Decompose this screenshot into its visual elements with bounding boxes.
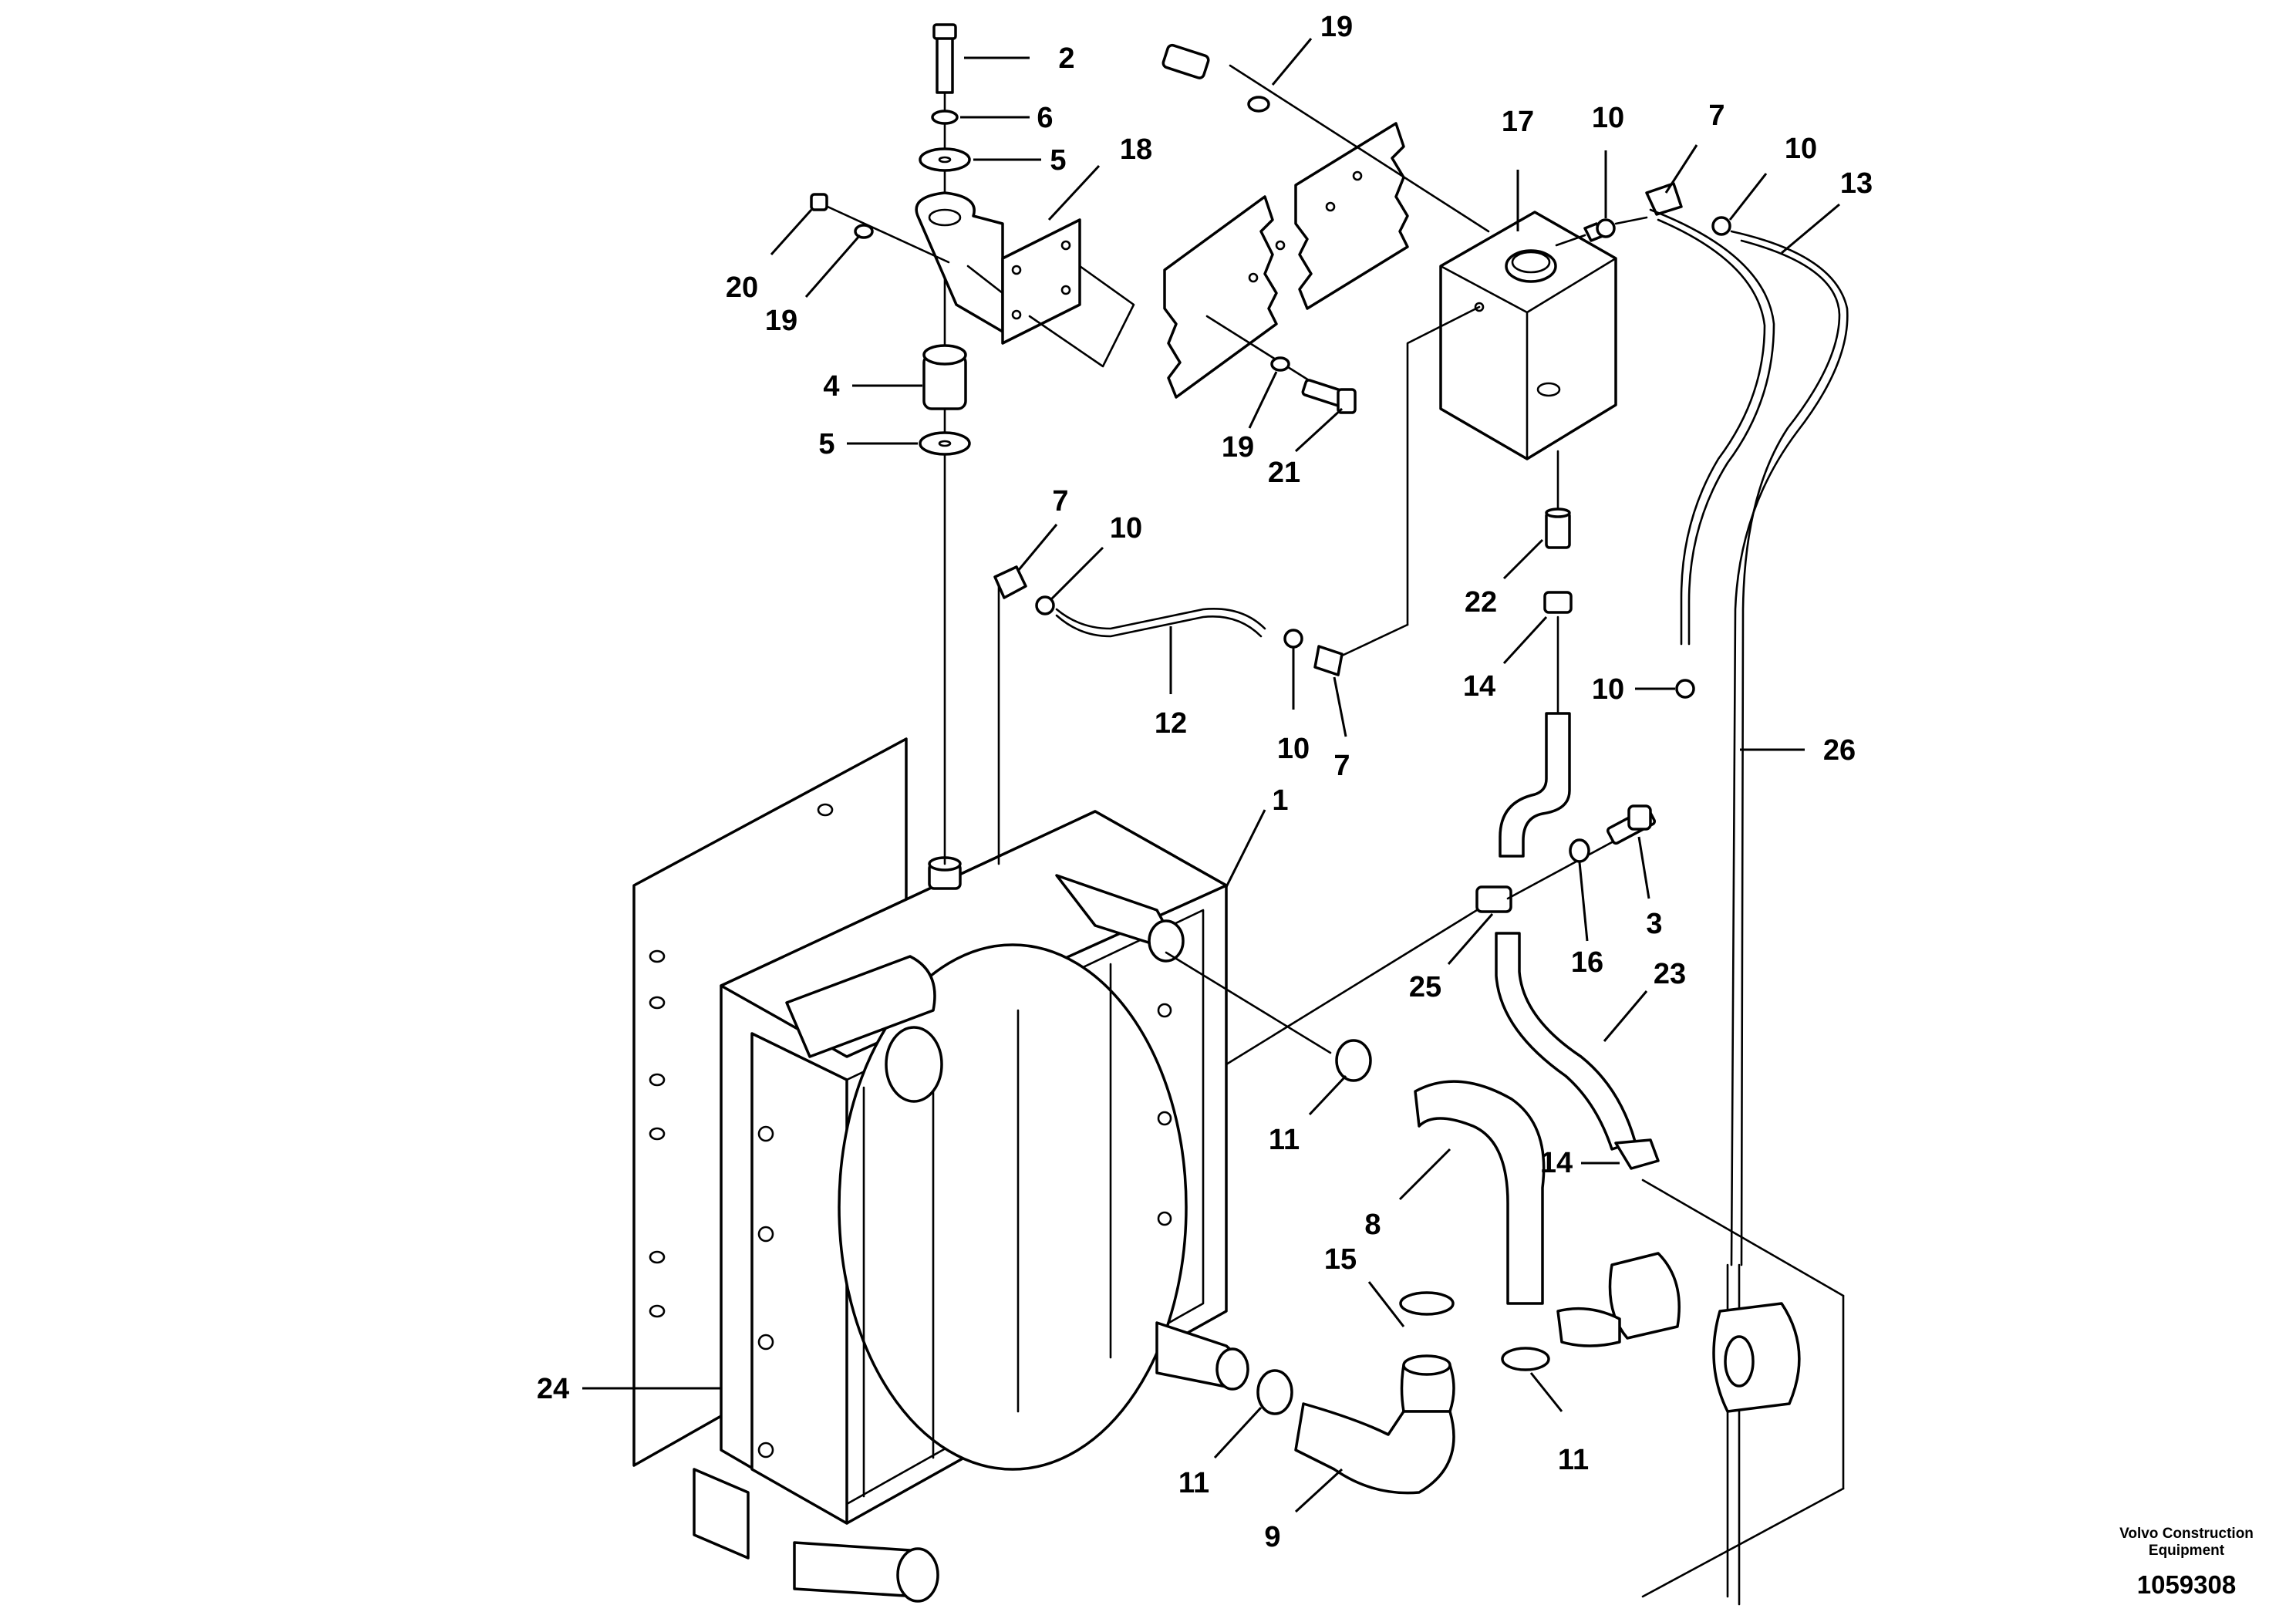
callout-23: 23 [1654, 958, 1686, 990]
callout-7: 7 [1708, 99, 1725, 132]
callout-10: 10 [1592, 102, 1624, 134]
callout-6: 6 [1037, 102, 1053, 134]
callout-26: 26 [1823, 734, 1856, 767]
callout-14: 14 [1540, 1147, 1573, 1179]
callout-14: 14 [1463, 670, 1495, 703]
callout-11: 11 [1558, 1444, 1589, 1476]
callout-numbers: 2 6 5 18 20 19 4 5 19 19 21 17 10 7 10 1… [537, 11, 1873, 1553]
document-number: 1059308 [2137, 1570, 2236, 1599]
callout-10: 10 [1785, 133, 1817, 165]
callout-8: 8 [1364, 1209, 1381, 1241]
tank-return-hose [1225, 508, 1660, 1170]
callout-19: 19 [1320, 11, 1353, 43]
engine-block-fragment [1556, 1179, 1845, 1598]
mounting-stack [915, 23, 1081, 865]
pads-and-fasteners [810, 43, 1490, 414]
lower-hoses [1165, 951, 1550, 1495]
leader-lines [582, 38, 1840, 1513]
callout-5: 5 [1050, 144, 1066, 177]
expansion-tank [1439, 211, 1617, 514]
callout-16: 16 [1571, 946, 1603, 979]
callout-22: 22 [1465, 586, 1497, 619]
callout-19: 19 [1222, 431, 1254, 464]
callout-13: 13 [1840, 167, 1873, 200]
brand-line-1: Volvo Construction [2119, 1526, 2254, 1542]
callout-12: 12 [1155, 707, 1187, 740]
callout-10: 10 [1592, 673, 1624, 706]
brand-line-2: Equipment [2149, 1543, 2225, 1559]
callout-7: 7 [1333, 750, 1350, 782]
callout-19: 19 [765, 305, 797, 337]
callout-18: 18 [1120, 133, 1152, 166]
callout-11: 11 [1178, 1467, 1209, 1499]
callout-1: 1 [1272, 784, 1288, 817]
footer: Volvo Construction Equipment 1059308 [2119, 1526, 2254, 1599]
callout-2: 2 [1058, 42, 1074, 75]
callout-25: 25 [1409, 971, 1441, 1003]
callout-15: 15 [1324, 1243, 1357, 1276]
callout-11: 11 [1269, 1124, 1300, 1156]
callout-20: 20 [726, 271, 758, 304]
callout-4: 4 [823, 370, 839, 403]
callout-3: 3 [1646, 908, 1662, 940]
callout-9: 9 [1264, 1521, 1280, 1553]
callout-21: 21 [1268, 457, 1300, 489]
callout-24: 24 [537, 1373, 569, 1405]
radiator [693, 810, 1249, 1603]
overflow-lines [1555, 182, 1849, 1606]
vent-pipe [993, 305, 1481, 865]
parts-drawing [632, 23, 1849, 1606]
callout-10: 10 [1110, 512, 1142, 545]
callout-7: 7 [1052, 485, 1068, 518]
callout-10: 10 [1277, 733, 1310, 765]
callout-5: 5 [818, 428, 834, 460]
callout-17: 17 [1502, 106, 1534, 138]
